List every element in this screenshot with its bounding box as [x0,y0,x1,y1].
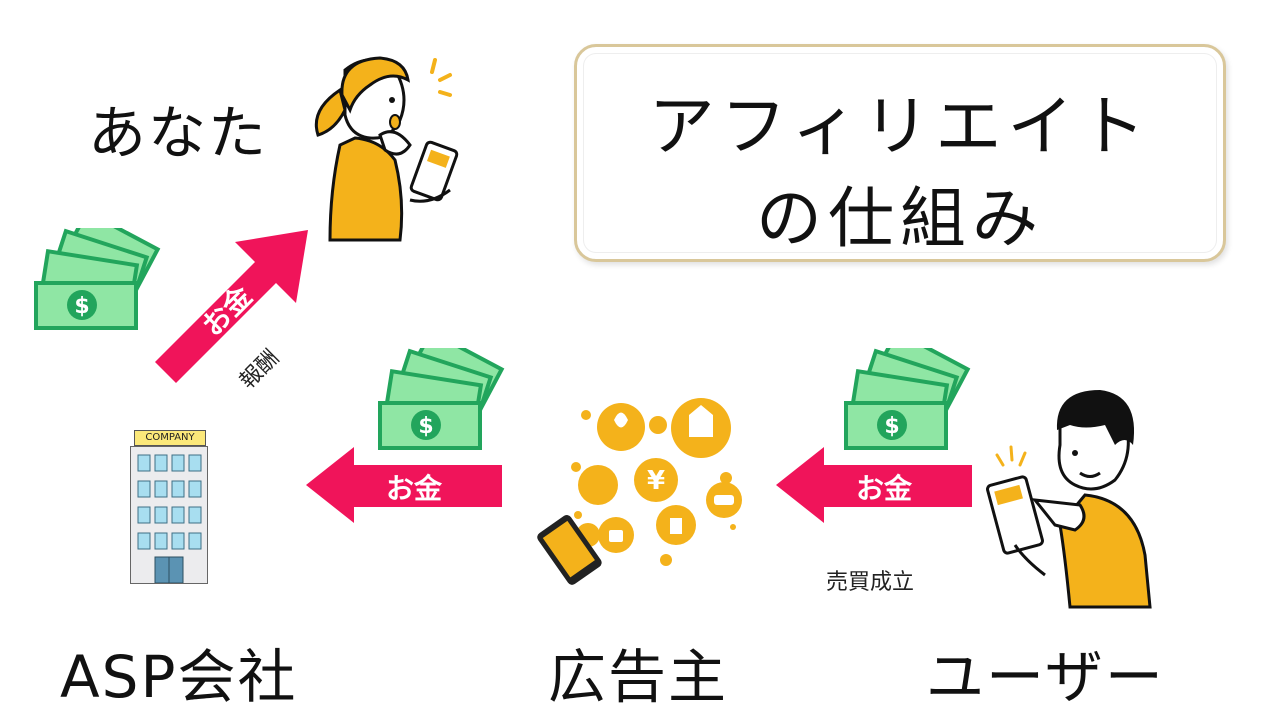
label-user: ユーザー [926,643,1165,711]
company-sign: COMPANY [134,430,206,446]
user-to-advertiser-arrow: お金 [776,447,972,523]
money-stack-icon: $ [34,228,161,330]
arrow-up-right-icon [155,230,308,383]
man-with-phone-icon [986,390,1152,609]
advertiser-to-asp-arrow: お金 [306,447,502,523]
title-line-2: の仕組み [756,180,1044,257]
label-asp: ASP会社 [60,643,298,711]
label-you: あなた [88,99,269,167]
label-advertiser: 広告主 [548,643,729,711]
sale-annotation: 売買成立 [826,570,915,595]
title-box: アフィリエイト の仕組み [574,44,1226,262]
building-windows-icon [137,454,202,584]
woman-with-phone-icon [314,56,459,242]
company-building-icon: COMPANY [130,430,210,584]
products-cluster-icon: ¥ [537,398,742,585]
reward-arrow: お金 [150,222,320,392]
arrow-left-icon [306,447,502,523]
user-to-advertiser-label: お金 [856,472,913,505]
title-line-1: アフィリエイト [648,88,1152,165]
advertiser-to-asp-label: お金 [386,472,443,505]
building-body [130,446,208,584]
svg-text:$: $ [418,414,433,439]
arrow-left-icon [776,447,972,523]
money-stack-icon: $ [844,348,971,450]
yen-icon: ¥ [647,466,665,496]
svg-text:$: $ [74,294,89,319]
money-stack-icon: $ [378,348,505,450]
svg-text:$: $ [884,414,899,439]
